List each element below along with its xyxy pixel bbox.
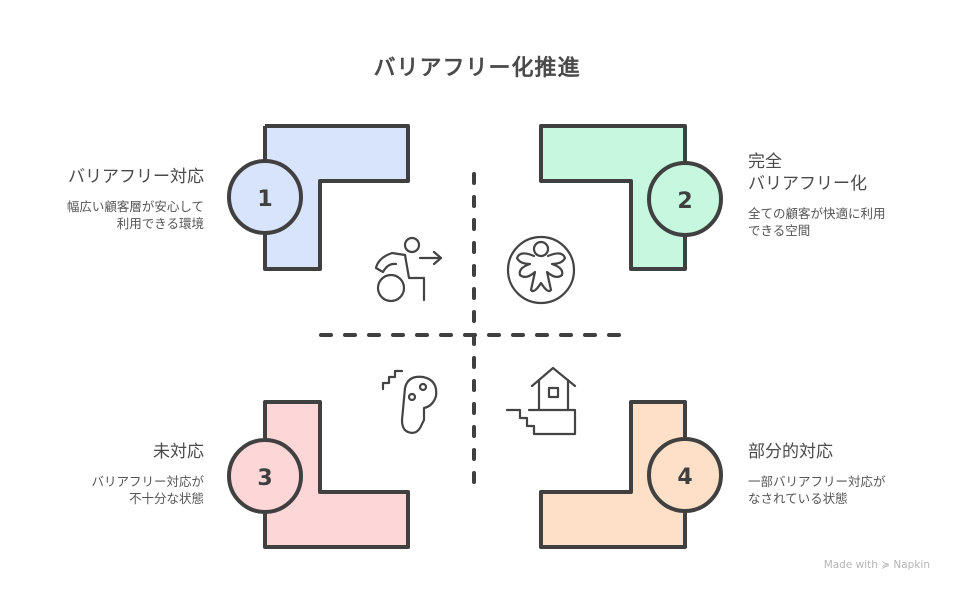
quadrant-1-description: 幅広い顧客層が安心して 利用できる環境 xyxy=(66,199,204,231)
number-1: 1 xyxy=(257,187,272,212)
number-badge-1 xyxy=(227,159,303,235)
number-badge-2 xyxy=(647,161,723,237)
number-2: 2 xyxy=(677,189,692,214)
quadrant-2-description: 全ての顧客が快適に利用 できる空間 xyxy=(748,206,886,238)
page-title: バリアフリー化推進 xyxy=(373,56,581,81)
number-4: 4 xyxy=(677,465,692,490)
napkin-watermark[interactable]: Made with ≽ Napkin xyxy=(823,559,930,571)
quadrant-1-heading: バリアフリー対応 xyxy=(68,167,204,187)
quadrant-2-shape: 2 xyxy=(539,124,723,271)
quadrant-2-heading: 完全 バリアフリー化 xyxy=(748,152,867,194)
number-badge-4 xyxy=(647,437,723,513)
quadrant-4-label: 部分的対応 一部バリアフリー対応が なされている状態 xyxy=(748,441,886,507)
quadrant-4-shape: 4 xyxy=(539,400,723,549)
quadrant-3-description: バリアフリー対応が 不十分な状態 xyxy=(91,474,204,506)
wheelchair-user-icon xyxy=(374,236,443,303)
number-badge-3 xyxy=(227,438,303,514)
universal-access-icon xyxy=(506,235,576,305)
quadrant-3-shape: 3 xyxy=(227,400,410,549)
quadrant-3-label: 未対応 バリアフリー対応が 不十分な状態 xyxy=(91,441,204,507)
quadrant-1-shape: 1 xyxy=(227,124,410,271)
house-stairs-icon xyxy=(505,366,577,436)
quadrant-4-description: 一部バリアフリー対応が なされている状態 xyxy=(748,474,886,506)
quadrant-4-heading: 部分的対応 xyxy=(748,442,833,462)
foot-stairs-icon xyxy=(381,369,438,434)
number-3: 3 xyxy=(257,466,272,491)
quadrant-3-heading: 未対応 xyxy=(153,442,204,462)
quadrant-1-label: バリアフリー対応 幅広い顧客層が安心して 利用できる環境 xyxy=(67,166,204,232)
quadrant-2-label: 完全 バリアフリー化 全ての顧客が快適に利用 できる空間 xyxy=(748,151,886,239)
